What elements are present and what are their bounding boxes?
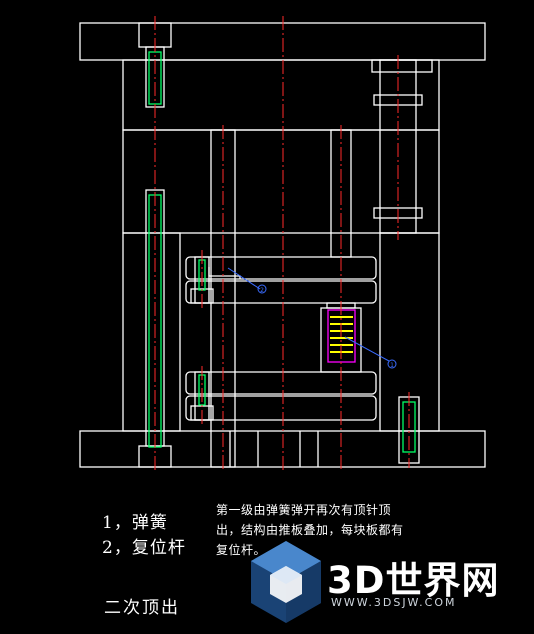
ejector-plate-2 — [185, 395, 377, 421]
callout-bubble-2 — [257, 284, 267, 294]
drawing-caption: 二次顶出 — [104, 598, 180, 618]
watermark-site-name: 3D世界网 — [327, 559, 500, 602]
ejector-retainer-plate-2 — [185, 371, 377, 395]
callout-number-2: 2 — [260, 287, 264, 294]
ejector-plate-1 — [185, 280, 377, 304]
design-note: 第一级由弹簧弹开再次有顶针顶 出，结构由推板叠加，每块板都有 复位杆。 — [216, 500, 452, 560]
watermark-cube-icon — [251, 541, 321, 623]
b-plate — [122, 129, 440, 234]
callout-bubble-1 — [387, 359, 397, 369]
legend-item-spring: 1，弹簧 — [102, 513, 168, 533]
watermark-url: WWW.3DSJW.COM — [331, 596, 457, 609]
ejector-retainer-plate-1 — [185, 256, 377, 280]
note-line-1: 第一级由弹簧弹开再次有顶针顶 — [216, 503, 392, 517]
legend-item-return-pin: 2，复位杆 — [102, 538, 186, 558]
callout-number-1: 1 — [390, 362, 394, 369]
note-line-3: 复位杆。 — [216, 543, 267, 557]
support-block-left — [122, 232, 181, 432]
note-line-2: 出，结构由推板叠加，每块板都有 — [216, 523, 404, 537]
